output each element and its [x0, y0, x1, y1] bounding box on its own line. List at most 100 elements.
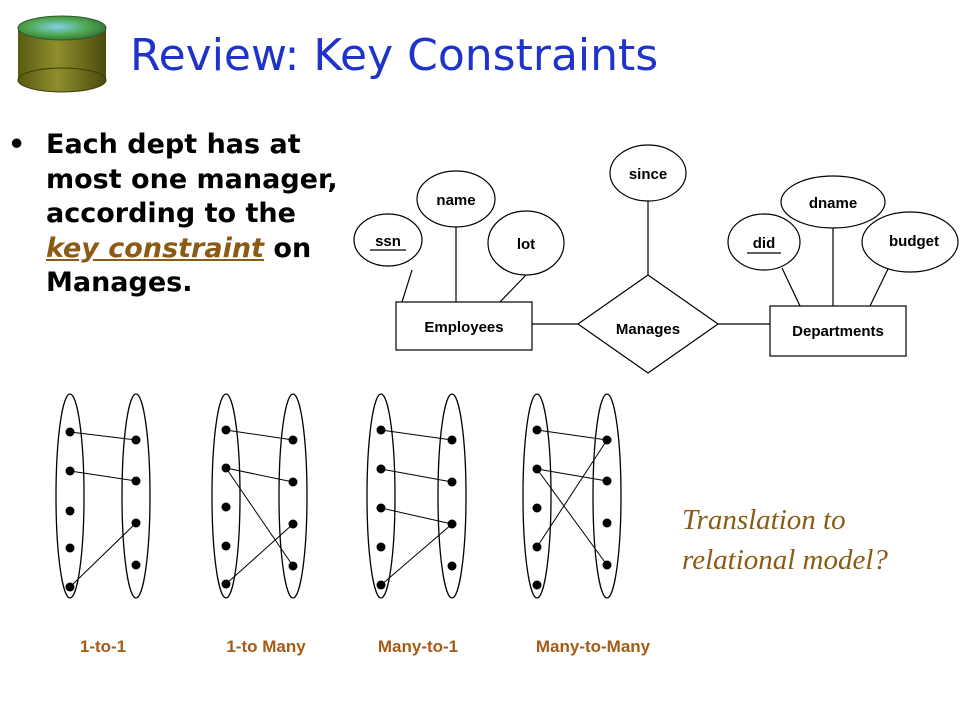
- ssn-label: ssn: [375, 233, 401, 250]
- element-dot: [65, 427, 75, 437]
- database-cylinder-icon: [17, 15, 107, 93]
- mapping-line: [225, 467, 294, 483]
- slide-title: Review: Key Constraints: [130, 30, 659, 81]
- mapping-line: [536, 439, 608, 548]
- mapping-line: [380, 468, 453, 483]
- element-dot: [131, 435, 141, 445]
- cardinality-examples: 1-to-1 1-to Many: [55, 393, 651, 656]
- set-right-ellipse: [437, 393, 467, 599]
- mapping-line: [225, 523, 294, 585]
- mapping-line: [380, 429, 453, 441]
- budget-connector: [869, 268, 889, 307]
- element-dot: [376, 503, 386, 513]
- element-dot: [376, 464, 386, 474]
- dname-attribute: [780, 175, 886, 229]
- element-dot: [602, 560, 612, 570]
- name-attribute: [416, 170, 496, 228]
- set-right-ellipse: [121, 393, 151, 599]
- element-dot: [288, 477, 298, 487]
- mapping-line: [380, 507, 453, 525]
- bullet-text-before: Each dept has at most one manager, accor…: [46, 129, 338, 229]
- element-dot: [376, 425, 386, 435]
- element-dot: [288, 561, 298, 571]
- element-dot: [447, 519, 457, 529]
- element-dot: [221, 425, 231, 435]
- mapping-line: [69, 522, 137, 588]
- element-dot: [602, 518, 612, 528]
- lot-attribute: [487, 210, 565, 276]
- since-attribute: [609, 144, 687, 202]
- mapping-line: [536, 468, 608, 566]
- bullet-text-after: on Manages.: [46, 232, 312, 299]
- bullet-dot-icon: •: [8, 129, 26, 160]
- bullet-text: Each dept has at most one manager, accor…: [46, 128, 346, 301]
- element-dot: [532, 425, 542, 435]
- element-dot: [131, 560, 141, 570]
- set-right-ellipse: [592, 393, 622, 599]
- departments-label: Departments: [792, 323, 884, 340]
- element-dot: [131, 476, 141, 486]
- cardinality-many-to-one: Many-to-1: [366, 393, 467, 656]
- key-constraint-link[interactable]: key constraint: [46, 232, 264, 264]
- note-line-1: Translation to: [682, 504, 846, 536]
- element-dot: [532, 503, 542, 513]
- set-left-ellipse: [211, 393, 241, 599]
- did-attribute: [727, 213, 801, 271]
- mapping-line: [536, 429, 608, 441]
- element-dot: [65, 582, 75, 592]
- set-left-ellipse: [522, 393, 552, 599]
- element-dot: [221, 502, 231, 512]
- ssn-attribute: [353, 213, 423, 267]
- element-dot: [602, 435, 612, 445]
- mapping-line: [536, 468, 608, 482]
- departments-entity: [769, 305, 907, 357]
- element-dot: [447, 477, 457, 487]
- element-dot: [221, 579, 231, 589]
- element-dot: [65, 506, 75, 516]
- element-dot: [602, 476, 612, 486]
- element-dot: [65, 466, 75, 476]
- element-dot: [532, 464, 542, 474]
- manages-relationship: [576, 274, 720, 374]
- element-dot: [221, 463, 231, 473]
- er-diagram: [401, 200, 889, 325]
- set-right-ellipse: [278, 393, 308, 599]
- budget-label: budget: [889, 233, 939, 250]
- many-to-many-label: Many-to-Many: [536, 637, 651, 656]
- mapping-line: [380, 523, 453, 586]
- did-connector: [781, 267, 801, 307]
- set-left-ellipse: [55, 393, 85, 599]
- note-line-2: relational model?: [682, 544, 888, 576]
- mapping-line: [69, 470, 137, 482]
- element-dot: [65, 543, 75, 553]
- budget-attribute: [861, 211, 959, 273]
- element-dot: [376, 542, 386, 552]
- lot-label: lot: [517, 236, 535, 253]
- ssn-connector: [401, 269, 413, 303]
- set-left-ellipse: [366, 393, 396, 599]
- element-dot: [221, 541, 231, 551]
- one-to-many-label: 1-to Many: [226, 637, 306, 656]
- element-dot: [131, 518, 141, 528]
- element-dot: [447, 561, 457, 571]
- mapping-line: [225, 429, 294, 441]
- element-dot: [532, 542, 542, 552]
- element-dot: [288, 519, 298, 529]
- element-dot: [376, 580, 386, 590]
- did-label: did: [753, 235, 776, 252]
- employees-label: Employees: [424, 319, 503, 336]
- dname-label: dname: [809, 195, 857, 212]
- cardinality-many-to-many: Many-to-Many: [522, 393, 651, 656]
- mapping-line: [69, 431, 137, 441]
- element-dot: [447, 435, 457, 445]
- one-to-one-label: 1-to-1: [80, 637, 126, 656]
- since-label: since: [629, 166, 667, 183]
- lot-connector: [499, 274, 527, 303]
- cardinality-one-to-one: 1-to-1: [55, 393, 151, 656]
- element-dot: [288, 435, 298, 445]
- translation-note: Translation to relational model?: [682, 500, 888, 580]
- cardinality-one-to-many: 1-to Many: [211, 393, 308, 656]
- employees-entity: [395, 301, 533, 351]
- manages-label: Manages: [616, 321, 680, 338]
